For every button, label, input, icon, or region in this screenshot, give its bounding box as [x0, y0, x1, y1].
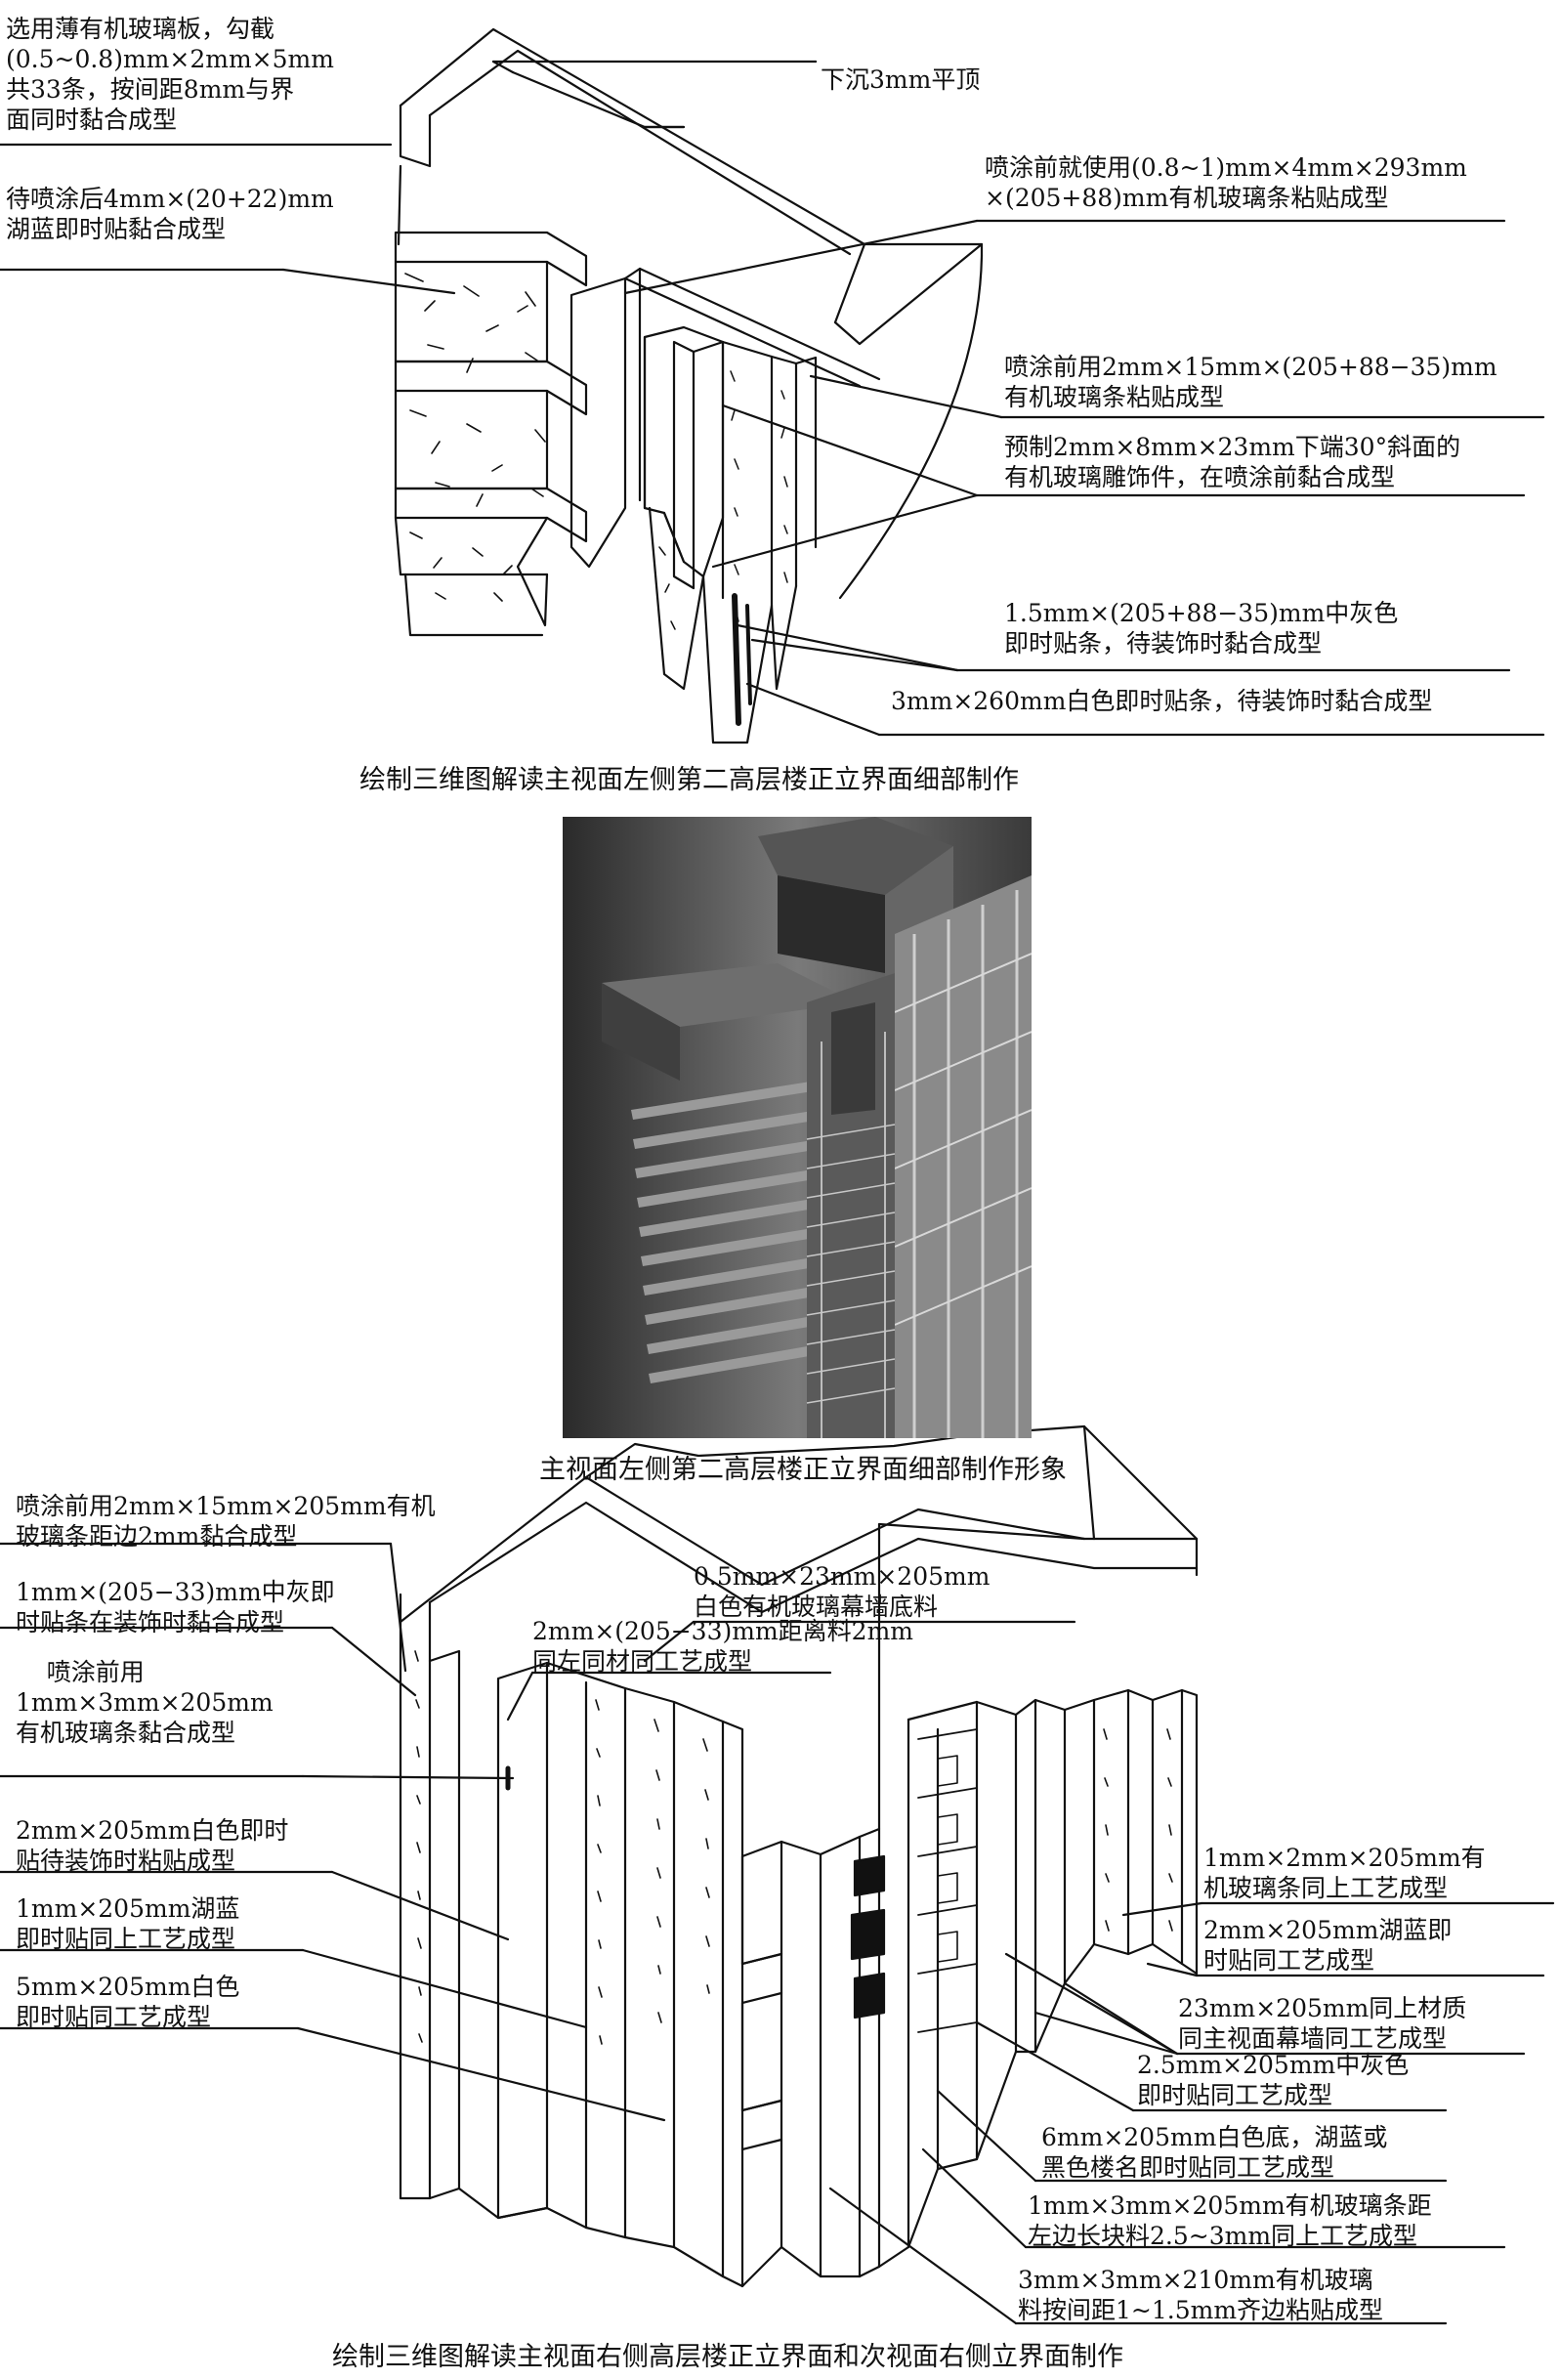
photo-caption: 主视面左侧第二高层楼正立界面细部制作形象	[539, 1455, 1067, 1485]
top-label-white-sticker: 3mm×260mm白色即时贴条，待装饰时黏合成型	[891, 687, 1433, 715]
bottom-label-b2: 1mm×(205−33)mm中灰即 时贴条在装饰时黏合成型	[16, 1578, 335, 1636]
bottom-label-b1: 喷涂前用2mm×15mm×205mm有机 玻璃条距边2mm黏合成型	[16, 1492, 436, 1551]
top-label-sunken-roof: 下沉3mm平顶	[821, 65, 981, 94]
bottom-label-b3: 喷涂前用 1mm×3mm×205mm 有机玻璃条黏合成型	[16, 1658, 274, 1747]
top-label-plexiglass-strips: 选用薄有机玻璃板，勾截 (0.5~0.8)mm×2mm×5mm 共33条，按间距…	[6, 15, 334, 134]
bottom-label-b7: 0.5mm×23mm×205mm 白色有机玻璃幕墙底料	[694, 1562, 991, 1621]
bottom-label-b10: 2mm×205mm湖蓝即 时贴同工艺成型	[1203, 1916, 1453, 1975]
bottom-label-b6: 5mm×205mm白色 即时贴同工艺成型	[16, 1973, 240, 2031]
top-caption: 绘制三维图解读主视面左侧第二高层楼正立界面细部制作	[359, 765, 1019, 795]
model-photo-illustration	[563, 817, 1032, 1438]
bottom-label-b12: 2.5mm×205mm中灰色 即时贴同工艺成型	[1137, 2051, 1410, 2109]
bottom-caption: 绘制三维图解读主视面右侧高层楼正立界面和次视面右侧立界面制作	[332, 2342, 1123, 2372]
top-label-lake-blue-sticker: 待喷涂后4mm×(20+22)mm 湖蓝即时贴黏合成型	[6, 185, 334, 243]
bottom-3d-drawing	[0, 1424, 1555, 2325]
bottom-label-b13: 6mm×205mm白色底，湖蓝或 黑色楼名即时贴同工艺成型	[1041, 2123, 1388, 2182]
bottom-label-b14: 1mm×3mm×205mm有机玻璃条距 左边长块料2.5~3mm同上工艺成型	[1028, 2191, 1432, 2250]
top-label-carved-piece: 预制2mm×8mm×23mm下端30°斜面的 有机玻璃雕饰件，在喷涂前黏合成型	[1004, 433, 1461, 491]
top-label-mid-gray-sticker: 1.5mm×(205+88−35)mm中灰色 即时贴条，待装饰时黏合成型	[1004, 599, 1399, 658]
bottom-label-b15: 3mm×3mm×210mm有机玻璃 料按间距1~1.5mm齐边粘贴成型	[1018, 2266, 1384, 2324]
top-3d-drawing	[0, 27, 1545, 744]
top-label-pre-spray-strip: 喷涂前就使用(0.8~1)mm×4mm×293mm ×(205+88)mm有机玻…	[985, 153, 1467, 212]
top-label-2mm-strip: 喷涂前用2mm×15mm×(205+88−35)mm 有机玻璃条粘贴成型	[1004, 353, 1497, 411]
bottom-label-b5: 1mm×205mm湖蓝 即时贴同上工艺成型	[16, 1894, 240, 1953]
bottom-label-b4: 2mm×205mm白色即时 贴待装饰时粘贴成型	[16, 1816, 289, 1875]
bottom-label-b11: 23mm×205mm同上材质 同主视面幕墙同工艺成型	[1178, 1994, 1467, 2053]
bottom-label-b8: 2mm×(205−33)mm距离料2mm 同左同材同工艺成型	[532, 1617, 913, 1676]
bottom-label-b9: 1mm×2mm×205mm有 机玻璃条同上工艺成型	[1203, 1844, 1486, 1902]
model-photo	[563, 817, 1032, 1438]
